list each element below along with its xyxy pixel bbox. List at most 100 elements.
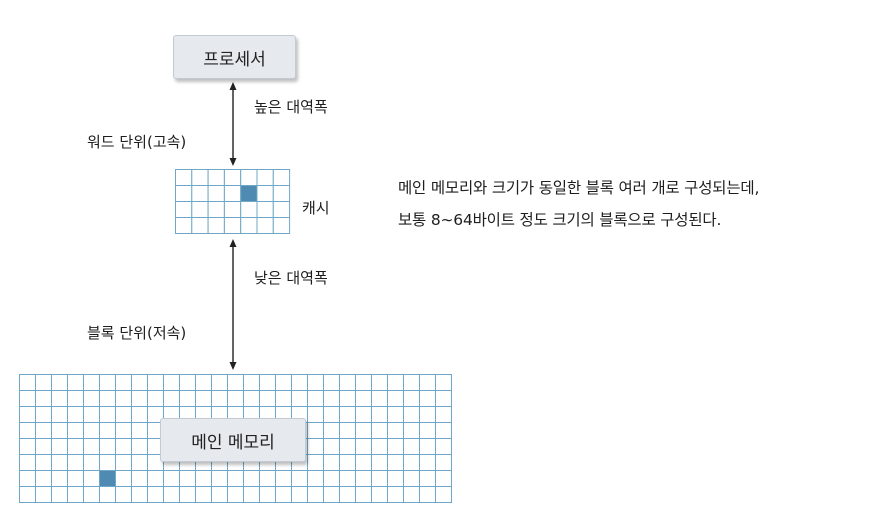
memory-block <box>275 390 292 407</box>
cache-block <box>175 185 193 202</box>
memory-block <box>227 374 244 391</box>
memory-block <box>83 454 100 471</box>
memory-block <box>99 422 116 439</box>
memory-block <box>211 486 228 503</box>
highlighted-block <box>99 470 116 487</box>
memory-block <box>419 470 436 487</box>
memory-block <box>275 486 292 503</box>
memory-block <box>163 390 180 407</box>
cache-label: 캐시 <box>302 199 330 217</box>
memory-block <box>419 374 436 391</box>
memory-block <box>387 406 404 423</box>
memory-block <box>35 438 52 455</box>
memory-block <box>307 406 324 423</box>
memory-block <box>387 422 404 439</box>
memory-block <box>387 486 404 503</box>
cache-block <box>191 201 209 218</box>
memory-block <box>307 374 324 391</box>
cache-block <box>223 217 242 234</box>
memory-block <box>355 406 372 423</box>
memory-block <box>83 470 100 487</box>
memory-block <box>147 470 164 487</box>
memory-block <box>323 438 340 455</box>
memory-block <box>35 406 52 423</box>
memory-block <box>387 454 404 471</box>
memory-block <box>51 406 68 423</box>
memory-block <box>115 390 132 407</box>
memory-block <box>371 470 388 487</box>
memory-block <box>419 390 436 407</box>
memory-block <box>355 470 372 487</box>
memory-block <box>323 374 340 391</box>
cache-block <box>223 169 242 186</box>
memory-block <box>51 374 68 391</box>
memory-block <box>19 422 36 439</box>
memory-block <box>195 470 212 487</box>
memory-block <box>35 486 52 503</box>
memory-block <box>115 422 132 439</box>
memory-block <box>179 486 196 503</box>
memory-block <box>147 390 164 407</box>
cache-block <box>207 217 225 234</box>
cache-block <box>207 169 225 186</box>
cache-block <box>207 185 225 202</box>
memory-block <box>355 438 372 455</box>
memory-block <box>51 470 68 487</box>
cache-block <box>175 201 193 218</box>
memory-block <box>371 406 388 423</box>
memory-block <box>131 390 148 407</box>
memory-block <box>83 486 100 503</box>
memory-block <box>115 374 132 391</box>
memory-block <box>99 454 116 471</box>
memory-block <box>435 438 452 455</box>
memory-block <box>259 374 276 391</box>
memory-block <box>291 470 308 487</box>
memory-block <box>435 454 452 471</box>
memory-block <box>19 406 36 423</box>
cache-block <box>256 185 274 202</box>
memory-block <box>355 374 372 391</box>
memory-block <box>19 374 36 391</box>
memory-block <box>339 454 356 471</box>
cache-block <box>191 169 209 186</box>
processor-label: 프로세서 <box>203 49 266 70</box>
memory-block <box>195 390 212 407</box>
cache-block <box>175 169 193 186</box>
cache-block <box>207 201 225 218</box>
cache-block <box>256 169 274 186</box>
memory-block <box>67 374 84 391</box>
memory-block <box>115 438 132 455</box>
cache-block <box>240 201 258 218</box>
memory-block <box>115 470 132 487</box>
memory-block <box>195 374 212 391</box>
memory-block <box>131 374 148 391</box>
memory-block <box>371 438 388 455</box>
processor-box: 프로세서 <box>173 35 296 79</box>
memory-block <box>99 486 116 503</box>
memory-block <box>67 422 84 439</box>
cache-block <box>272 169 291 186</box>
memory-block <box>179 390 196 407</box>
memory-block <box>419 438 436 455</box>
memory-block <box>291 374 308 391</box>
memory-block <box>419 406 436 423</box>
memory-block <box>371 374 388 391</box>
memory-block <box>51 422 68 439</box>
memory-block <box>435 406 452 423</box>
cache-block <box>240 217 258 234</box>
memory-block <box>227 470 244 487</box>
highlighted-block <box>240 185 258 202</box>
memory-block <box>355 390 372 407</box>
memory-block <box>259 486 276 503</box>
memory-block <box>147 486 164 503</box>
memory-block <box>19 470 36 487</box>
memory-block <box>307 422 324 439</box>
memory-block <box>307 470 324 487</box>
cache-block <box>223 185 242 202</box>
memory-block <box>259 390 276 407</box>
description-line-2: 보통 8∼64바이트 정도 크기의 블록으로 구성된다. <box>398 211 722 229</box>
memory-block <box>35 374 52 391</box>
description-line-1: 메인 메모리와 크기가 동일한 블록 여러 개로 구성되는데, <box>398 179 760 197</box>
memory-block <box>99 390 116 407</box>
memory-block <box>323 390 340 407</box>
